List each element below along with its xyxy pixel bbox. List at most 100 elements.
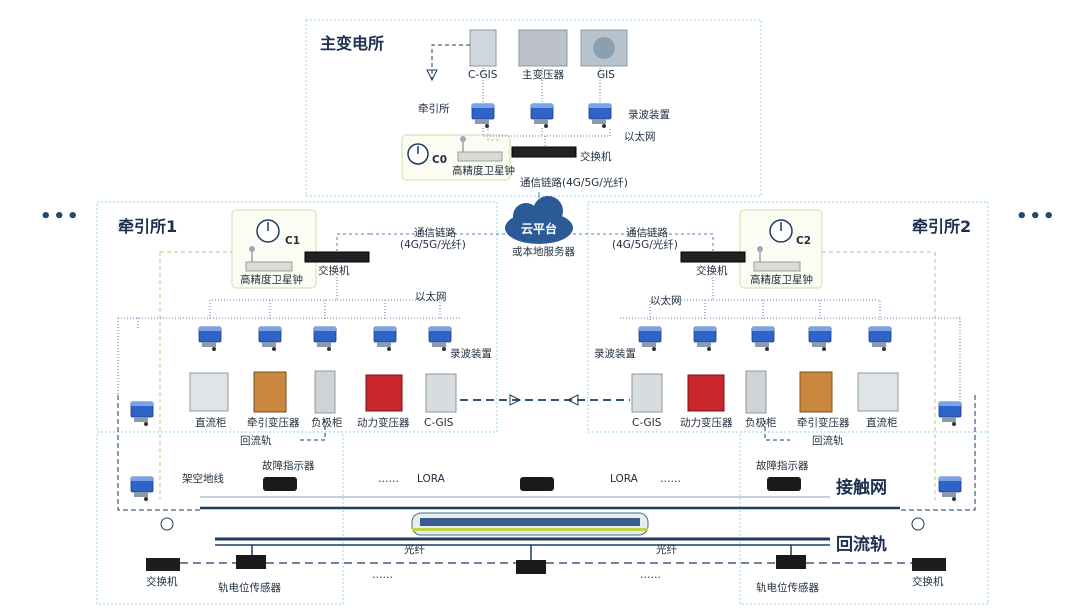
recorder-label: 录波装置	[628, 109, 670, 121]
c0-label: C0	[432, 154, 448, 166]
ts2-ethernet-label: 以太网	[650, 295, 682, 307]
more-left: •••	[40, 206, 81, 227]
switch-label: 交换机	[146, 576, 178, 588]
switch-device	[680, 251, 746, 263]
fault-indicator	[263, 477, 297, 491]
ts1-device-label: 牵引变压器	[247, 417, 300, 429]
fiber-label: 光纤	[404, 544, 425, 556]
fault-indicator-label: 故障指示器	[756, 460, 809, 472]
c1-label: C1	[285, 235, 301, 247]
recorder-device	[938, 401, 962, 427]
fault-indicator	[767, 477, 801, 491]
switch-label: 交换机	[912, 576, 944, 588]
clock-icon	[256, 219, 280, 243]
substation-title: 主变电所	[320, 34, 385, 53]
switch-device	[511, 146, 577, 158]
rail-sensor	[516, 560, 546, 574]
ts1-device-label: 动力变压器	[357, 417, 410, 429]
bottom-left-frame	[96, 431, 344, 605]
recorder-device	[868, 326, 892, 352]
rail-sensor	[776, 555, 806, 569]
switch-device	[912, 558, 946, 571]
traction-transformer-photo	[253, 371, 287, 413]
ts1-link-line2: (4G/5G/光纤)	[400, 239, 466, 251]
recorder-device	[751, 326, 775, 352]
c2-label: C2	[796, 235, 812, 247]
ts2-device-label: 负极柜	[745, 417, 777, 429]
clock-icon	[407, 143, 429, 165]
c0-clock-frame	[401, 134, 511, 181]
main-transformer-label: 主变压器	[522, 69, 564, 81]
fiber-label: 光纤	[656, 544, 677, 556]
cgis-label: C-GIS	[468, 69, 498, 81]
ts1-device-label: 负极柜	[311, 417, 343, 429]
link-label: 通信链路(4G/5G/光纤)	[520, 177, 628, 189]
satellite-clock-label: 高精度卫星钟	[452, 165, 515, 177]
ts1-ethernet-label: 以太网	[415, 291, 447, 303]
ts1-recorder-label: 录波装置	[450, 348, 492, 360]
negative-cabinet-photo	[314, 370, 336, 414]
recorder-device	[130, 401, 154, 427]
traction-transformer-photo	[799, 371, 833, 413]
ts2-return-rail-label: 回流轨	[812, 435, 844, 447]
cloud-icon	[505, 196, 573, 244]
ts2-link-line2: (4G/5G/光纤)	[612, 239, 678, 251]
ellipsis-label: ……	[660, 473, 681, 485]
recorder-device	[938, 476, 962, 502]
recorder-device	[808, 326, 832, 352]
cloud-sub-label: 或本地服务器	[512, 246, 575, 258]
recorder-device	[130, 476, 154, 502]
recorder-device	[638, 326, 662, 352]
ethernet-label: 以太网	[624, 131, 656, 143]
recorder-device	[373, 326, 397, 352]
main-transformer-photo	[518, 29, 568, 67]
ts1-return-rail-label: 回流轨	[240, 435, 272, 447]
ts1-title: 牵引所1	[118, 217, 178, 236]
ts2-device-label: 动力变压器	[680, 417, 733, 429]
cgis-photo	[469, 29, 497, 67]
ellipsis-label: ……	[372, 569, 393, 581]
ellipsis-label: ……	[378, 473, 399, 485]
dc-cabinet-photo	[857, 372, 899, 412]
power-transformer-photo	[365, 374, 403, 412]
recorder-device	[530, 103, 554, 129]
cgis-photo	[425, 373, 457, 413]
more-right: •••	[1016, 206, 1057, 227]
overhead-ground-label: 架空地线	[182, 473, 224, 485]
recorder-device	[313, 326, 337, 352]
recorder-device	[428, 326, 452, 352]
ts1-device-label: C-GIS	[424, 417, 454, 429]
rail-sensor-label: 轨电位传感器	[756, 582, 819, 594]
ts1-link-line1: 通信链路	[414, 227, 456, 239]
recorder-device	[693, 326, 717, 352]
train	[411, 512, 649, 536]
motor-icon	[160, 517, 174, 531]
ts2-device-label: 牵引变压器	[797, 417, 850, 429]
ts2-recorder-label: 录波装置	[594, 348, 636, 360]
satellite-clock-unit	[245, 246, 293, 272]
lora-label: LORA	[610, 473, 638, 485]
ts1-switch-label: 交换机	[318, 265, 350, 277]
switch-device	[304, 251, 370, 263]
lora-label: LORA	[417, 473, 445, 485]
switch-label: 交换机	[580, 151, 612, 163]
rail-sensor-label: 轨电位传感器	[218, 582, 281, 594]
power-transformer-photo	[687, 374, 725, 412]
ts2-satellite-clock-label: 高精度卫星钟	[750, 274, 813, 286]
bottom-right-frame	[739, 431, 989, 605]
catenary-label: 接触网	[836, 478, 887, 498]
recorder-device	[198, 326, 222, 352]
switch-device	[146, 558, 180, 571]
ts2-device-label: 直流柜	[866, 417, 898, 429]
gis-label: GIS	[597, 69, 615, 81]
fault-indicator-label: 故障指示器	[262, 460, 315, 472]
fault-indicator	[520, 477, 554, 491]
return-rail-label: 回流轨	[836, 535, 887, 555]
ts2-link-line1: 通信链路	[626, 227, 668, 239]
satellite-clock-unit	[753, 246, 801, 272]
ts2-device-label: C-GIS	[632, 417, 662, 429]
rail-sensor	[236, 555, 266, 569]
recorder-device	[471, 103, 495, 129]
substation-frame	[305, 19, 762, 197]
ts1-device-label: 直流柜	[195, 417, 227, 429]
